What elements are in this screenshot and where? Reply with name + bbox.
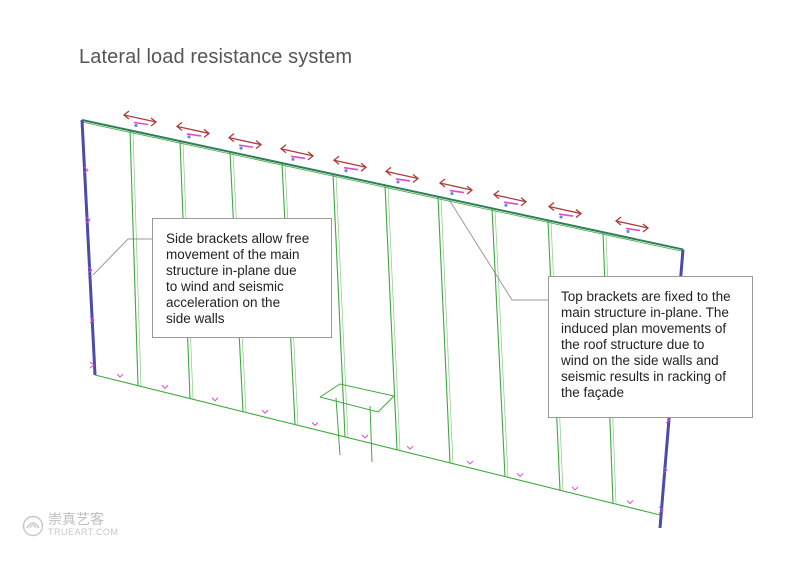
panel-joint-line [132, 131, 142, 387]
double-arrow-top [279, 144, 287, 154]
top-bracket-node [239, 146, 243, 150]
watermark: 崇真艺客 TRUEART.COM [22, 512, 119, 538]
top-bracket-arrow [625, 227, 641, 232]
side-bracket-mark [83, 166, 89, 174]
double-arrow-top [575, 209, 583, 219]
top-bracket-node [450, 191, 454, 196]
side-bracket-mark [85, 216, 91, 224]
bottom-bracket-mark [261, 409, 269, 414]
top-beam-line [81, 121, 684, 252]
side-bracket-mark [658, 506, 664, 514]
panel-joint-line [332, 174, 346, 437]
bottom-bracket-mark [626, 500, 634, 505]
double-arrow-top [385, 170, 419, 180]
top-bracket-node [559, 215, 563, 219]
top-bracket-arrow [503, 201, 519, 205]
shell-logo-icon [22, 515, 44, 537]
double-arrow-top [176, 125, 210, 135]
top-beam-line [81, 119, 684, 251]
double-arrow-top [384, 166, 392, 176]
top-bracket-arrow [186, 133, 202, 137]
leader-line-side [92, 238, 152, 276]
panel-joint-line [491, 208, 506, 477]
double-arrow-top [615, 220, 649, 229]
watermark-cn: 崇真艺客 [48, 512, 104, 528]
double-arrow-top [122, 110, 130, 120]
side-bracket-mark [662, 466, 668, 474]
double-arrow-top [547, 202, 555, 212]
bottom-bracket-mark [361, 434, 369, 439]
panel-joint-line [335, 175, 349, 438]
double-arrow-top [333, 159, 367, 168]
leader-line-top [447, 197, 548, 301]
bottom-edge-line [94, 374, 661, 516]
bottom-bracket-mark [161, 384, 169, 390]
top-bracket-arrow [238, 144, 254, 148]
top-bracket-node [626, 229, 630, 234]
top-bracket-arrow [449, 189, 465, 194]
panel-joint-line [437, 196, 451, 463]
side-bracket-mark [89, 361, 95, 369]
bottom-bracket-mark [406, 445, 414, 450]
side-bracket-mark [87, 266, 93, 274]
double-arrow-top [332, 155, 340, 165]
bottom-bracket-mark [311, 422, 319, 427]
double-arrow-top [255, 140, 263, 150]
callout-top-brackets: Top brackets are fixed to the main struc… [548, 276, 753, 418]
double-arrow-top [150, 117, 158, 127]
panel-joint-line [129, 130, 139, 386]
double-arrow-top [466, 185, 474, 195]
double-arrow-top [548, 205, 582, 215]
door-canopy [319, 383, 395, 413]
double-arrow-top [280, 148, 314, 157]
top-bracket-arrow [558, 213, 574, 217]
double-arrow-top [307, 151, 315, 161]
double-arrow-top [520, 197, 528, 207]
double-arrow-top [123, 114, 157, 123]
panel-joint-line [384, 185, 398, 450]
side-bracket-mark [89, 316, 95, 324]
page-title: Lateral load resistance system [79, 46, 353, 68]
double-arrow-top [227, 133, 235, 143]
double-arrow-top [492, 190, 500, 200]
end-column-left [80, 119, 97, 376]
bottom-bracket-mark [211, 397, 219, 402]
top-bracket-arrow [133, 121, 149, 126]
panel-joint-line [387, 186, 401, 451]
panel-joint-line [494, 209, 509, 478]
bottom-bracket-mark [516, 472, 524, 478]
top-bracket-node [187, 135, 191, 139]
bottom-bracket-mark [116, 373, 124, 378]
double-arrow-top [614, 216, 622, 226]
top-bracket-node [396, 180, 400, 184]
double-arrow-top [228, 136, 262, 146]
side-bracket-mark [665, 416, 671, 424]
top-bracket-node [344, 169, 348, 173]
top-bracket-arrow [343, 166, 359, 171]
double-arrow-top [360, 162, 368, 172]
watermark-en: TRUEART.COM [48, 527, 119, 537]
top-bracket-node [291, 157, 295, 161]
top-bracket-node [504, 203, 508, 207]
panel-joint-line [440, 197, 454, 464]
door-jamb [369, 405, 373, 463]
double-arrow-top [203, 128, 211, 138]
top-bracket-node [134, 123, 138, 128]
top-bracket-arrow [290, 155, 306, 160]
double-arrow-top [175, 121, 183, 131]
top-bracket-arrow [395, 178, 411, 182]
callout-side-brackets: Side brackets allow free movement of the… [152, 218, 332, 338]
double-arrow-top [642, 223, 650, 233]
door-jamb [335, 397, 341, 456]
bottom-bracket-mark [571, 486, 579, 491]
double-arrow-top [439, 182, 473, 191]
double-arrow-top [438, 178, 446, 188]
double-arrow-top [493, 194, 527, 203]
bottom-bracket-mark [466, 460, 474, 465]
double-arrow-top [412, 173, 420, 183]
